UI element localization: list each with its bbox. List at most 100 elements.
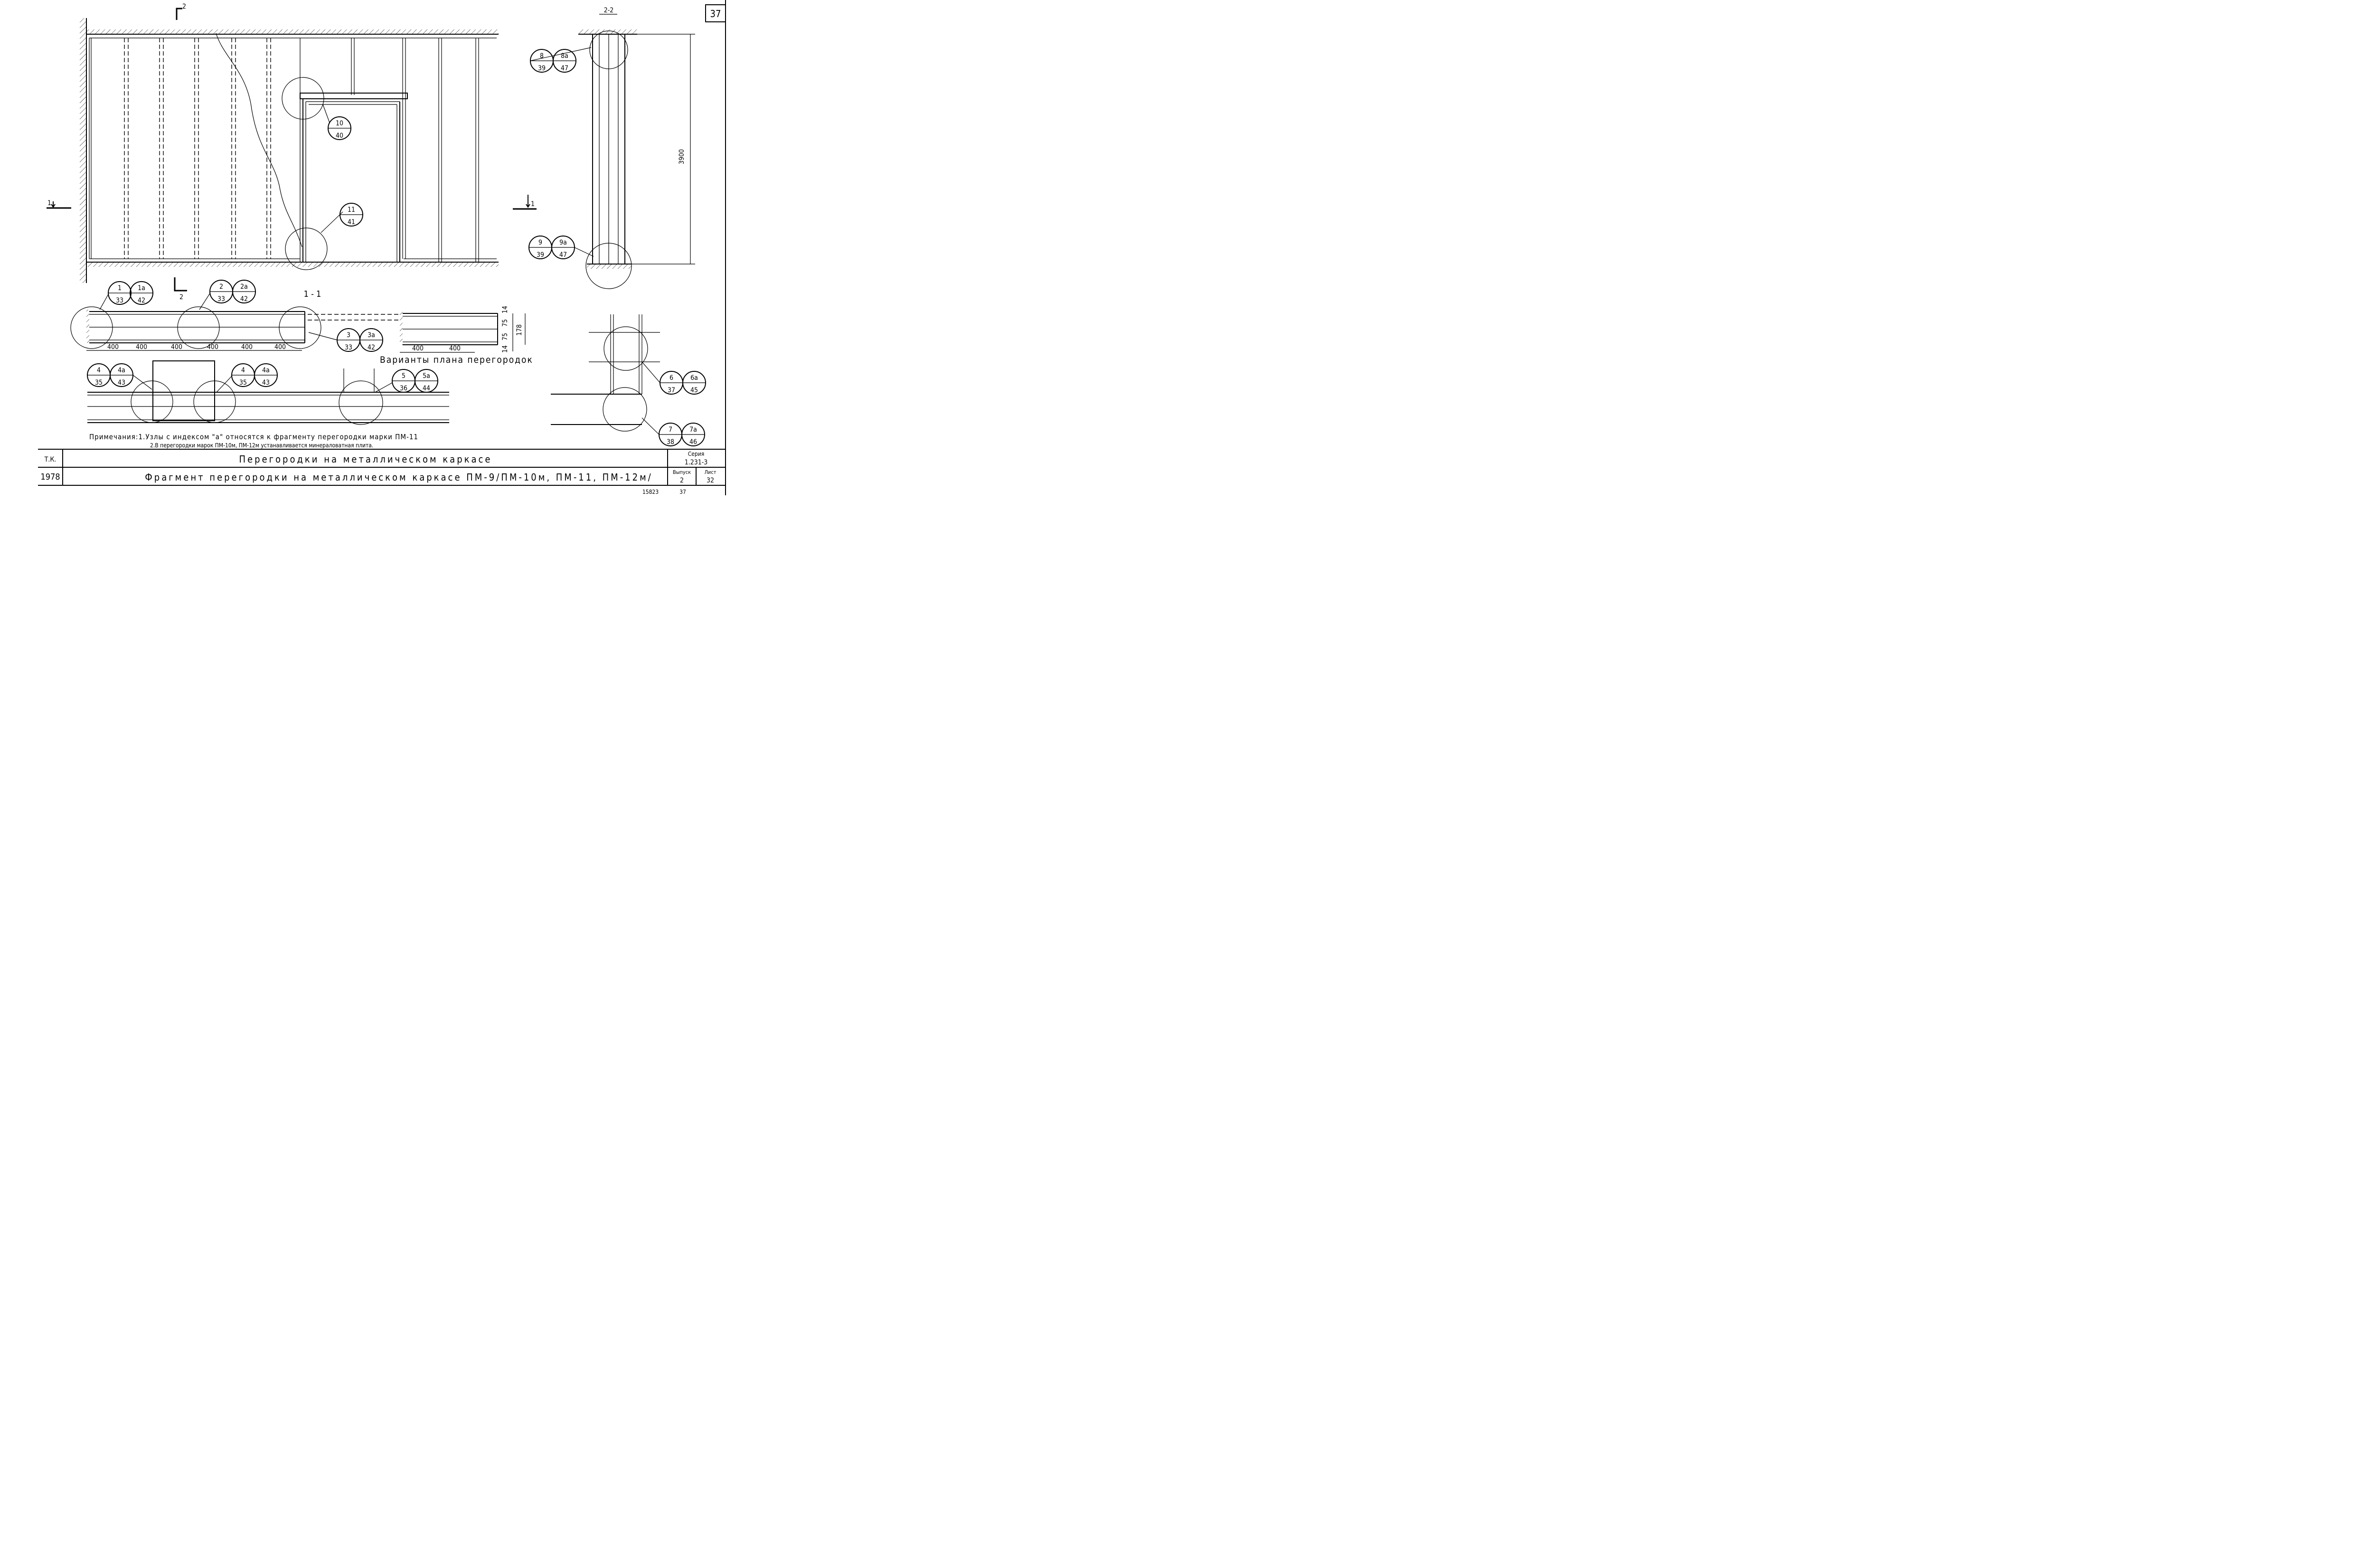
- title-block: Т.К. 1978 Перегородки на металлическом к…: [38, 449, 726, 495]
- svg-text:2a: 2a: [240, 283, 248, 291]
- title-main: Перегородки на металлическом каркасе: [239, 453, 492, 465]
- section-mark-2-top: 2: [176, 3, 186, 20]
- callout-bubbles: 10 40 11 41 8 39 8a 47 9 39 9a 47 1 33 1…: [87, 49, 706, 446]
- svg-text:39: 39: [537, 251, 544, 259]
- svg-text:400: 400: [274, 343, 286, 351]
- hidden-studs: [124, 38, 199, 259]
- section-1-1: 1 - 1: [70, 289, 399, 351]
- svg-text:6: 6: [669, 374, 673, 382]
- section-mark-1-right: 1: [513, 195, 537, 210]
- sheet-frame: 37: [705, 0, 726, 495]
- svg-text:43: 43: [262, 379, 270, 387]
- svg-text:2: 2: [179, 293, 183, 301]
- svg-text:41: 41: [348, 218, 355, 226]
- svg-text:11: 11: [348, 206, 355, 214]
- spacing-text: 400 400 400 400 400 400 400 400: [107, 343, 461, 352]
- section-mark-2-bottom: 2: [174, 277, 187, 301]
- note-line-2: 2.В перегородки марок ПМ-10м, ПМ-12м уст…: [150, 442, 373, 449]
- svg-text:9a: 9a: [559, 239, 567, 246]
- svg-text:1: 1: [118, 284, 122, 292]
- door-opening: [300, 38, 408, 262]
- svg-text:36: 36: [400, 385, 407, 392]
- svg-text:42: 42: [138, 297, 145, 304]
- svg-text:75: 75: [501, 333, 509, 340]
- title-sub: Фрагмент перегородки на металлическом ка…: [145, 472, 652, 483]
- svg-text:6a: 6a: [690, 374, 698, 382]
- svg-text:178: 178: [516, 324, 523, 336]
- issue-label: Выпуск: [673, 469, 691, 475]
- visible-studs: [231, 38, 479, 262]
- svg-text:400: 400: [241, 343, 253, 351]
- variants-label: Варианты плана перегородок: [380, 355, 533, 365]
- svg-text:35: 35: [95, 379, 103, 387]
- svg-text:5: 5: [402, 372, 405, 380]
- svg-text:1: 1: [531, 200, 535, 208]
- svg-text:39: 39: [538, 65, 546, 72]
- svg-text:3a: 3a: [368, 331, 375, 339]
- svg-text:40: 40: [336, 132, 343, 140]
- svg-text:14: 14: [501, 345, 509, 353]
- section-2-2: 2-2 3900: [578, 7, 695, 289]
- svg-text:75: 75: [501, 319, 509, 327]
- svg-text:35: 35: [239, 379, 247, 387]
- variant-plan: 14 75 75 14 178 Варианты плана перегород…: [380, 306, 533, 365]
- svg-text:1 - 1: 1 - 1: [304, 289, 321, 299]
- svg-text:2: 2: [182, 3, 186, 10]
- svg-text:14: 14: [501, 306, 509, 313]
- series-value: 1.231-3: [685, 459, 708, 466]
- svg-text:10: 10: [336, 120, 343, 127]
- svg-text:33: 33: [217, 295, 225, 303]
- sheet-label: Лист: [704, 469, 716, 475]
- svg-text:37: 37: [668, 387, 675, 394]
- svg-text:8a: 8a: [561, 52, 568, 60]
- svg-text:4a: 4a: [118, 367, 125, 374]
- svg-text:44: 44: [423, 385, 430, 392]
- issue-value: 2: [680, 477, 684, 484]
- svg-text:1a: 1a: [138, 284, 145, 292]
- svg-text:2: 2: [219, 283, 223, 291]
- drawing-sheet: 37 2: [38, 0, 726, 495]
- svg-text:400: 400: [171, 343, 182, 351]
- svg-text:38: 38: [667, 438, 674, 446]
- svg-text:400: 400: [412, 345, 424, 352]
- svg-text:8: 8: [540, 52, 544, 60]
- svg-text:400: 400: [207, 343, 218, 351]
- svg-text:2-2: 2-2: [604, 7, 614, 14]
- svg-text:43: 43: [118, 379, 125, 387]
- svg-text:45: 45: [690, 387, 698, 394]
- tk-label: Т.К.: [44, 456, 57, 463]
- svg-text:3: 3: [347, 331, 350, 339]
- leader-lines: [99, 47, 660, 435]
- svg-text:400: 400: [136, 343, 147, 351]
- lower-plan: [87, 360, 449, 425]
- svg-text:9: 9: [538, 239, 542, 246]
- note-line-1: Примечания:1.Узлы с индексом "а" относят…: [89, 433, 418, 441]
- archive-number: 15823: [642, 489, 659, 495]
- svg-text:3900: 3900: [678, 149, 686, 164]
- bottom-number: 37: [679, 489, 686, 495]
- svg-text:47: 47: [561, 65, 568, 72]
- svg-text:7a: 7a: [689, 426, 697, 434]
- svg-text:4a: 4a: [262, 367, 270, 374]
- front-elevation: 2: [47, 3, 537, 301]
- svg-text:33: 33: [116, 297, 123, 304]
- section-mark-1-left: 1: [47, 199, 71, 209]
- svg-text:4: 4: [97, 367, 101, 374]
- svg-text:400: 400: [107, 343, 119, 351]
- svg-text:400: 400: [449, 345, 461, 352]
- svg-text:4: 4: [241, 367, 245, 374]
- year: 1978: [40, 472, 60, 482]
- svg-text:33: 33: [345, 344, 352, 351]
- notes: Примечания:1.Узлы с индексом "а" относят…: [89, 433, 418, 449]
- svg-text:42: 42: [240, 295, 248, 303]
- svg-text:46: 46: [689, 438, 697, 446]
- sheet-value: 32: [707, 477, 714, 484]
- svg-text:47: 47: [559, 251, 567, 259]
- svg-text:1: 1: [47, 199, 51, 207]
- series-label: Серия: [688, 451, 705, 457]
- page-number: 37: [710, 8, 721, 19]
- svg-text:42: 42: [368, 344, 375, 351]
- svg-text:5a: 5a: [423, 372, 430, 380]
- corner-detail: [551, 314, 660, 432]
- svg-text:7: 7: [669, 426, 672, 434]
